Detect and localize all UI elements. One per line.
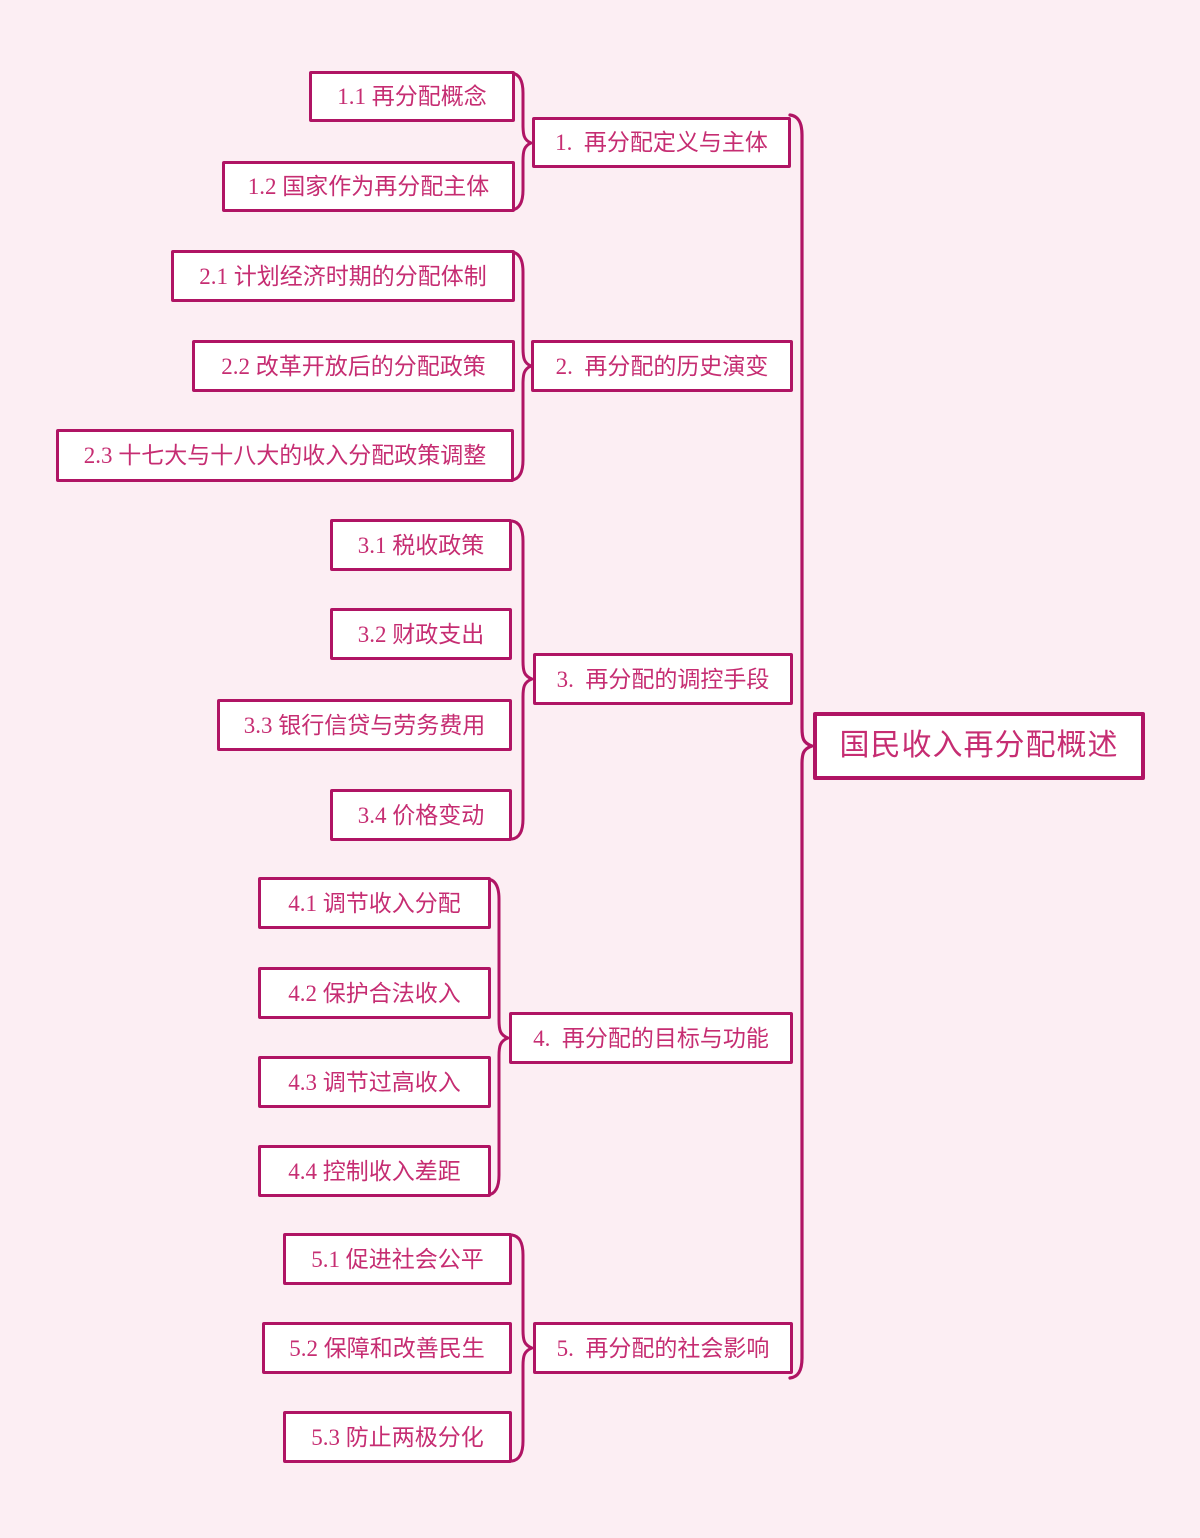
child-node-4-1[interactable]: 4.1 调节收入分配 (258, 877, 491, 929)
child-node-5-2[interactable]: 5.2 保障和改善民生 (262, 1322, 512, 1374)
child-node-5-1[interactable]: 5.1 促进社会公平 (283, 1233, 512, 1285)
child-node-3-2[interactable]: 3.2 财政支出 (330, 608, 512, 660)
child-node-2-3[interactable]: 2.3 十七大与十八大的收入分配政策调整 (56, 429, 514, 482)
branch-5-brace (510, 1233, 534, 1463)
child-node-2-1[interactable]: 2.1 计划经济时期的分配体制 (171, 250, 515, 302)
branch-node-3[interactable]: 3. 再分配的调控手段 (533, 653, 793, 705)
branch-3-brace (510, 519, 534, 841)
child-node-3-3[interactable]: 3.3 银行信贷与劳务费用 (217, 699, 512, 751)
child-node-5-3[interactable]: 5.3 防止两极分化 (283, 1411, 512, 1463)
child-node-4-4[interactable]: 4.4 控制收入差距 (258, 1145, 491, 1197)
branch-4-brace (486, 877, 510, 1197)
branch-node-2[interactable]: 2. 再分配的历史演变 (531, 340, 793, 392)
root-brace (788, 113, 814, 1380)
branch-node-5[interactable]: 5. 再分配的社会影响 (533, 1322, 793, 1374)
branch-node-1[interactable]: 1. 再分配定义与主体 (532, 117, 791, 168)
branch-node-4[interactable]: 4. 再分配的目标与功能 (509, 1012, 793, 1064)
child-node-1-2[interactable]: 1.2 国家作为再分配主体 (222, 161, 515, 212)
child-node-2-2[interactable]: 2.2 改革开放后的分配政策 (192, 340, 515, 392)
child-node-3-1[interactable]: 3.1 税收政策 (330, 519, 512, 571)
child-node-4-3[interactable]: 4.3 调节过高收入 (258, 1056, 491, 1108)
child-node-3-4[interactable]: 3.4 价格变动 (330, 789, 512, 841)
root-node[interactable]: 国民收入再分配概述 (813, 712, 1145, 780)
child-node-1-1[interactable]: 1.1 再分配概念 (309, 71, 515, 122)
child-node-4-2[interactable]: 4.2 保护合法收入 (258, 967, 491, 1019)
